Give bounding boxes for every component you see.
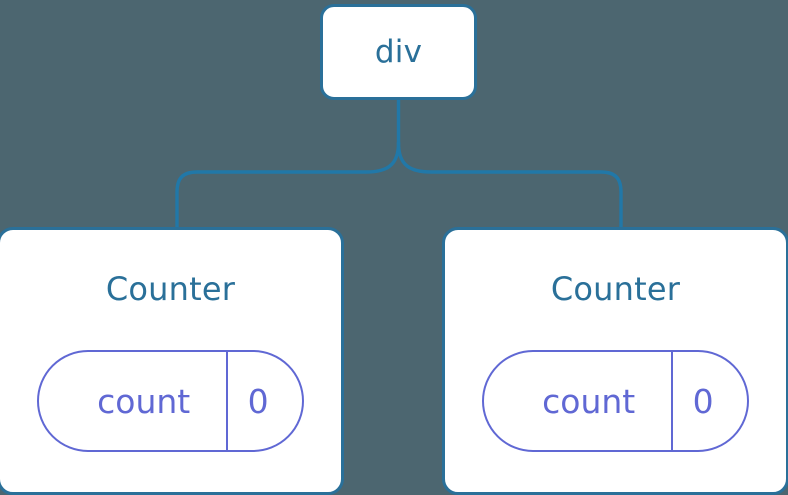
- connector-to-counter-left: [175, 141, 401, 231]
- state-value-cell-left: 0: [228, 352, 302, 450]
- state-key-label-left: count: [97, 381, 191, 421]
- connector-to-counter-right: [396, 141, 623, 231]
- state-key-label-right: count: [542, 381, 636, 421]
- node-counter-right[interactable]: Counter count 0: [442, 227, 788, 495]
- node-div-label: div: [374, 33, 423, 70]
- node-counter-right-label: Counter: [550, 270, 681, 308]
- state-pill-right[interactable]: count 0: [482, 350, 749, 452]
- state-key-cell-right: count: [484, 352, 674, 450]
- state-value-cell-right: 0: [673, 352, 747, 450]
- state-key-cell-left: count: [39, 352, 229, 450]
- state-value-label-left: 0: [247, 381, 269, 421]
- node-counter-left-label: Counter: [105, 270, 236, 308]
- node-div[interactable]: div: [320, 4, 477, 100]
- node-counter-left[interactable]: Counter count 0: [0, 227, 344, 495]
- state-pill-left[interactable]: count 0: [37, 350, 304, 452]
- state-value-label-right: 0: [692, 381, 714, 421]
